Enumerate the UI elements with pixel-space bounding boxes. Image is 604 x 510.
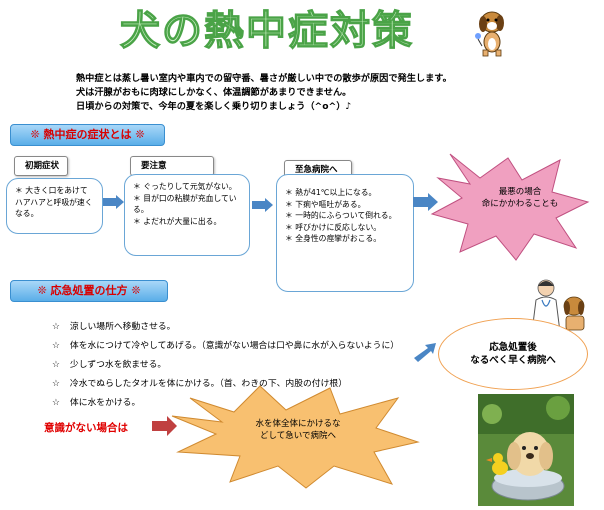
dog-bath-photo [478,394,574,506]
symptom-item: 一時的にふらついて倒れる。 [285,210,405,222]
star-icon: ☆ [52,322,60,332]
stage-label-caution: 要注意 [130,156,214,176]
unconscious-action-burst [171,385,420,489]
symptom-item: 目が口の粘膜が充血している。 [133,193,241,216]
arrow-right-icon [414,343,436,362]
stage-label-initial: 初期症状 [14,156,68,176]
symptom-item: 熱が41℃以上になる。 [285,187,405,199]
intro-line-3: 日頃からの対策で、今年の夏を楽しく乗り切りましょう（^o^）♪ [76,101,352,112]
first-aid-item: ☆体を水につけて冷やしてあげる。（意識がない場合は口や鼻に水が入らないように） [52,341,400,351]
star-icon: ☆ [52,360,60,370]
arrow-right-icon [252,198,273,212]
worst-case-burst [430,153,590,261]
dog-illustration-icon [475,11,504,57]
first-aid-item: ☆冷水でぬらしたタオルを体にかける。（首、わきの下、内股の付け根） [52,379,347,389]
after-first-aid-oval: 応急処置後なるべく早く病院へ [438,318,588,390]
page-title: 犬の熱中症対策 [119,7,414,54]
symptom-item: ぐったりして元気がない。 [133,181,241,193]
intro-line-2: 犬は汗腺がおもに肉球にしかなく、体温調節があまりできません。 [76,87,352,98]
arrow-right-icon [103,195,124,209]
arrow-right-icon [152,416,177,436]
stage-box-caution: ぐったりして元気がない。 目が口の粘膜が充血している。 よだれが大量に出る。 [124,174,250,256]
worst-case-text: 最悪の場合 命にかかわることも [481,187,559,209]
symptoms-section-banner: ❊ 熱中症の症状とは ❊ [10,124,165,146]
first-aid-list: ☆涼しい場所へ移動させる。 ☆体を水につけて冷やしてあげる。（意識がない場合は口… [52,318,399,413]
star-icon: ☆ [52,398,60,408]
first-aid-item: ☆少しずつ水を飲ませる。 [52,360,167,370]
star-icon: ☆ [52,379,60,389]
stage-box-urgent: 熱が41℃以上になる。 下痢や嘔吐がある。 一時的にふらついて倒れる。 呼びかけ… [276,174,414,292]
symptom-item: 全身性の痙攣がおこる。 [285,233,405,245]
arrow-right-icon [413,193,438,211]
symptom-item: 下痢や嘔吐がある。 [285,199,405,211]
star-icon: ☆ [52,341,60,351]
first-aid-section-banner: ❊ 応急処置の仕方 ❊ [10,280,168,302]
intro-line-1: 熱中症とは蒸し暑い室内や車内での留守番、暑さが厳しい中での散歩が原因で発生します… [76,73,452,84]
first-aid-item: ☆涼しい場所へ移動させる。 [52,322,176,332]
symptom-item: よだれが大量に出る。 [133,216,241,228]
stage-box-initial: 大きく口をあけてハアハアと呼吸が速くなる。 [6,178,103,234]
unconscious-label: 意識がない場合は [44,422,128,434]
unconscious-action-text: 水を体全体にかけるな どして急いで病院へ [255,419,341,441]
symptom-item: 大きく口をあけてハアハアと呼吸が速くなる。 [15,185,94,220]
first-aid-item: ☆体に水をかける。 [52,398,141,408]
symptom-item: 呼びかけに反応しない。 [285,222,405,234]
